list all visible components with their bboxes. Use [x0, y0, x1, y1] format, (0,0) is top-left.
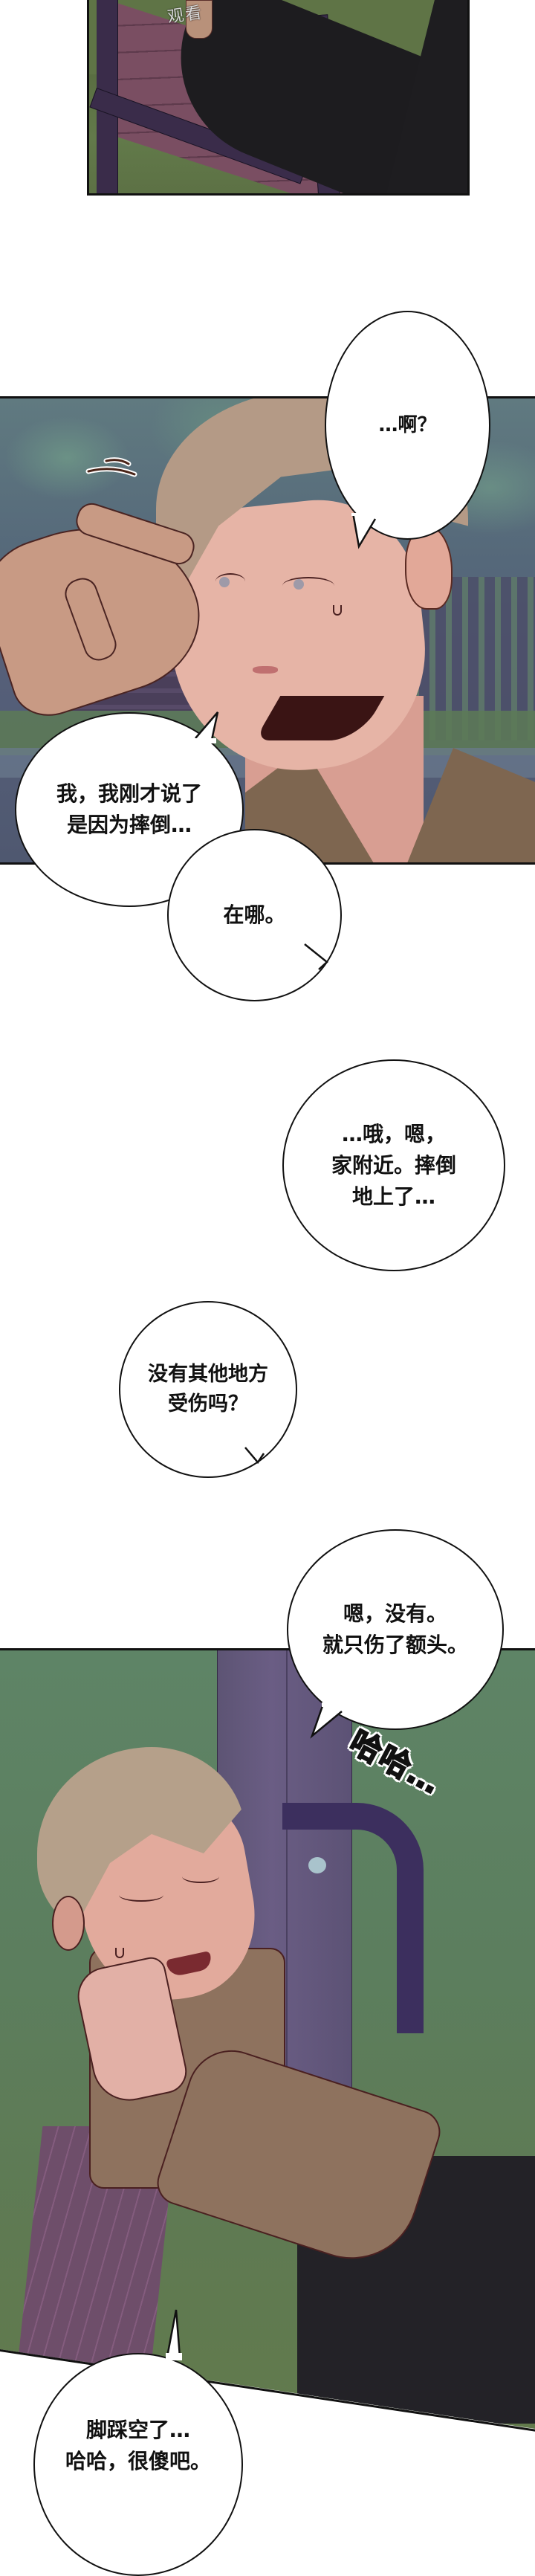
character-mouth	[253, 666, 278, 674]
bubble-text: 在哪。	[223, 903, 286, 927]
speech-bubble: 没有其他地方 受伤吗？	[119, 1301, 297, 1478]
bubble-tail	[192, 711, 219, 743]
bench-armrest	[282, 1803, 424, 2033]
bubble-text: 嗯，没有。 就只伤了额头。	[322, 1601, 468, 1657]
closed-eye	[182, 1870, 219, 1883]
speech-bubble: …啊？	[325, 311, 490, 540]
bubble-tail	[351, 513, 378, 549]
sweat-drop-icon	[115, 1948, 124, 1958]
character-eye	[215, 573, 245, 590]
character-iris	[294, 579, 304, 590]
character-iris	[219, 577, 230, 587]
twitch-lines-icon	[85, 457, 137, 477]
bubble-text: 我，我刚才说了 是因为摔倒…	[56, 781, 202, 837]
bubble-text: 脚踩空了… 哈哈，很傻吧。	[65, 2418, 211, 2473]
post-groove	[286, 1650, 288, 2215]
speech-bubble: …哦，嗯， 家附近。摔倒 地上了…	[282, 1059, 505, 1271]
bubble-text: …啊？	[378, 413, 437, 436]
bubble-tail	[304, 943, 328, 970]
bubble-tail	[244, 1447, 265, 1465]
speech-bubble: 在哪。	[167, 829, 342, 1001]
panel-3-laughing	[0, 1648, 535, 2429]
closed-eye	[119, 1888, 163, 1902]
character-ear	[52, 1896, 85, 1951]
sweat-drop-icon	[333, 605, 342, 616]
character-hand	[186, 0, 213, 39]
speech-bubble: 脚踩空了… 哈哈，很傻吧。	[33, 2353, 243, 2576]
bubble-text: 没有其他地方 受伤吗？	[148, 1362, 268, 1416]
speech-bubble: 嗯，没有。 就只伤了额头。	[287, 1529, 504, 1730]
bench-bolt	[308, 1857, 326, 1873]
panel-1-bench-legs: 观看	[87, 0, 470, 196]
bubble-tail	[310, 1702, 344, 1739]
bubble-tail	[166, 2309, 182, 2360]
character-eye	[282, 577, 334, 595]
watermark-text: 观看	[166, 3, 204, 28]
bubble-text: …哦，嗯， 家附近。摔倒 地上了…	[331, 1121, 456, 1209]
